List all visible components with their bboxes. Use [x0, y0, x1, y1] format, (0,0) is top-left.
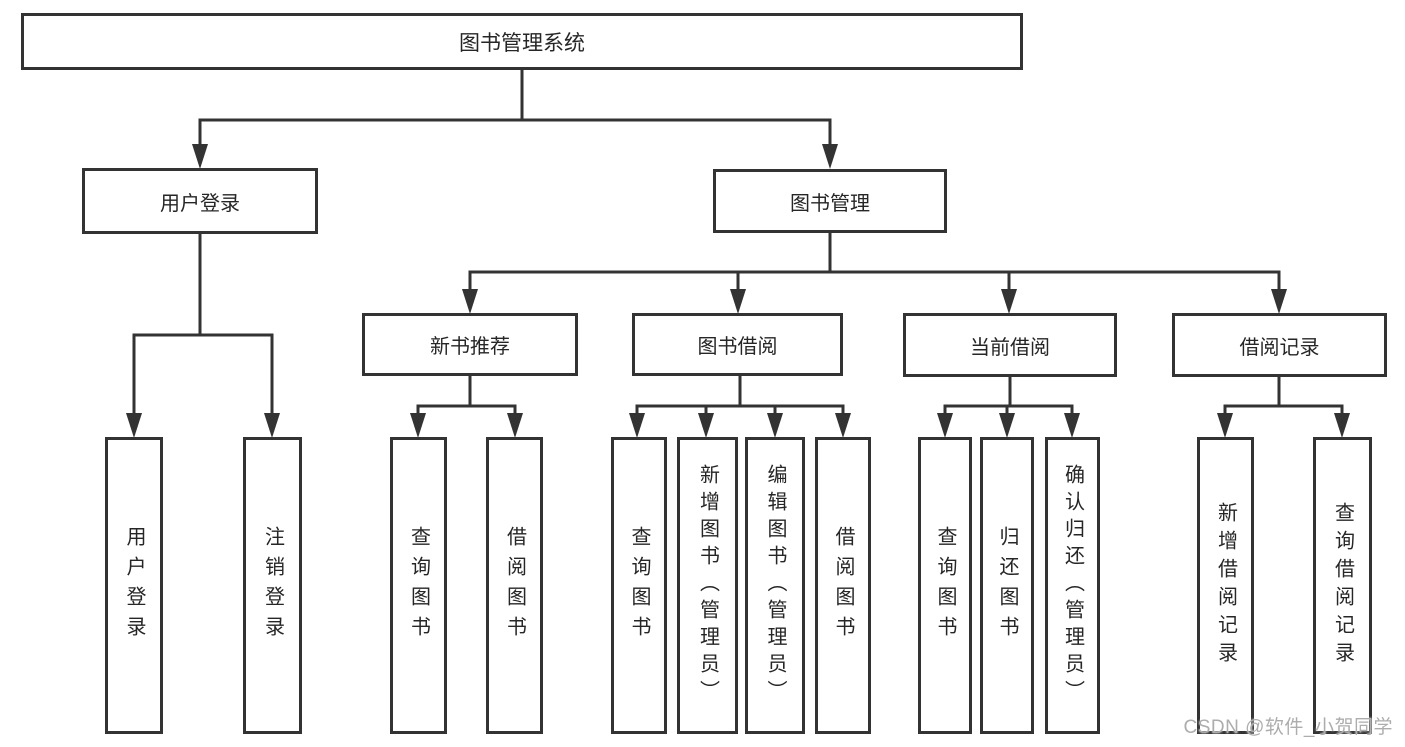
leaf-add-books-admin: 新增图书（管理员）: [677, 437, 738, 734]
arrowhead: [698, 413, 714, 438]
arrowhead: [126, 413, 142, 438]
arrowhead: [629, 413, 645, 438]
arrowhead: [264, 413, 280, 438]
node-book-management: 图书管理: [713, 169, 947, 233]
csdn-watermark: CSDN @软件_小贺同学: [1183, 717, 1393, 738]
node-book-borrowing: 图书借阅: [632, 313, 843, 376]
arrowhead: [1334, 413, 1350, 438]
leaf-return-books: 归还图书: [980, 437, 1034, 734]
arrowhead: [937, 413, 953, 438]
arrowhead: [507, 413, 523, 438]
leaf-confirm-return-admin: 确认归还（管理员）: [1045, 437, 1100, 734]
leaf-borrow-books-2: 借阅图书: [815, 437, 871, 734]
leaf-user-login: 用户登录: [105, 437, 163, 734]
arrowhead: [822, 144, 838, 169]
node-user-login: 用户登录: [82, 168, 318, 234]
leaf-logout: 注销登录: [243, 437, 302, 734]
leaf-add-borrow-record: 新增借阅记录: [1197, 437, 1254, 734]
arrowhead: [462, 289, 478, 314]
arrowhead: [1001, 289, 1017, 314]
arrowhead: [192, 144, 208, 169]
leaf-edit-books-admin: 编辑图书（管理员）: [745, 437, 805, 734]
arrowheads: [126, 144, 1350, 438]
arrowhead: [835, 413, 851, 438]
leaf-query-books-2: 查询图书: [611, 437, 667, 734]
connector-path: [132, 70, 1344, 415]
node-borrowing-records: 借阅记录: [1172, 313, 1387, 377]
arrowhead: [1064, 413, 1080, 438]
leaf-borrow-books: 借阅图书: [486, 437, 543, 734]
node-new-book-recommendation: 新书推荐: [362, 313, 578, 376]
node-library-management-system: 图书管理系统: [21, 13, 1023, 70]
arrowhead: [410, 413, 426, 438]
arrowhead: [1217, 413, 1233, 438]
leaf-query-borrow-record: 查询借阅记录: [1313, 437, 1372, 734]
leaf-query-books: 查询图书: [390, 437, 447, 734]
arrowhead: [730, 289, 746, 314]
connector-lines: [132, 70, 1344, 415]
leaf-query-books-3: 查询图书: [918, 437, 972, 734]
arrowhead: [999, 413, 1015, 438]
node-current-borrowing: 当前借阅: [903, 313, 1117, 377]
arrowhead: [1271, 289, 1287, 314]
arrowhead: [767, 413, 783, 438]
